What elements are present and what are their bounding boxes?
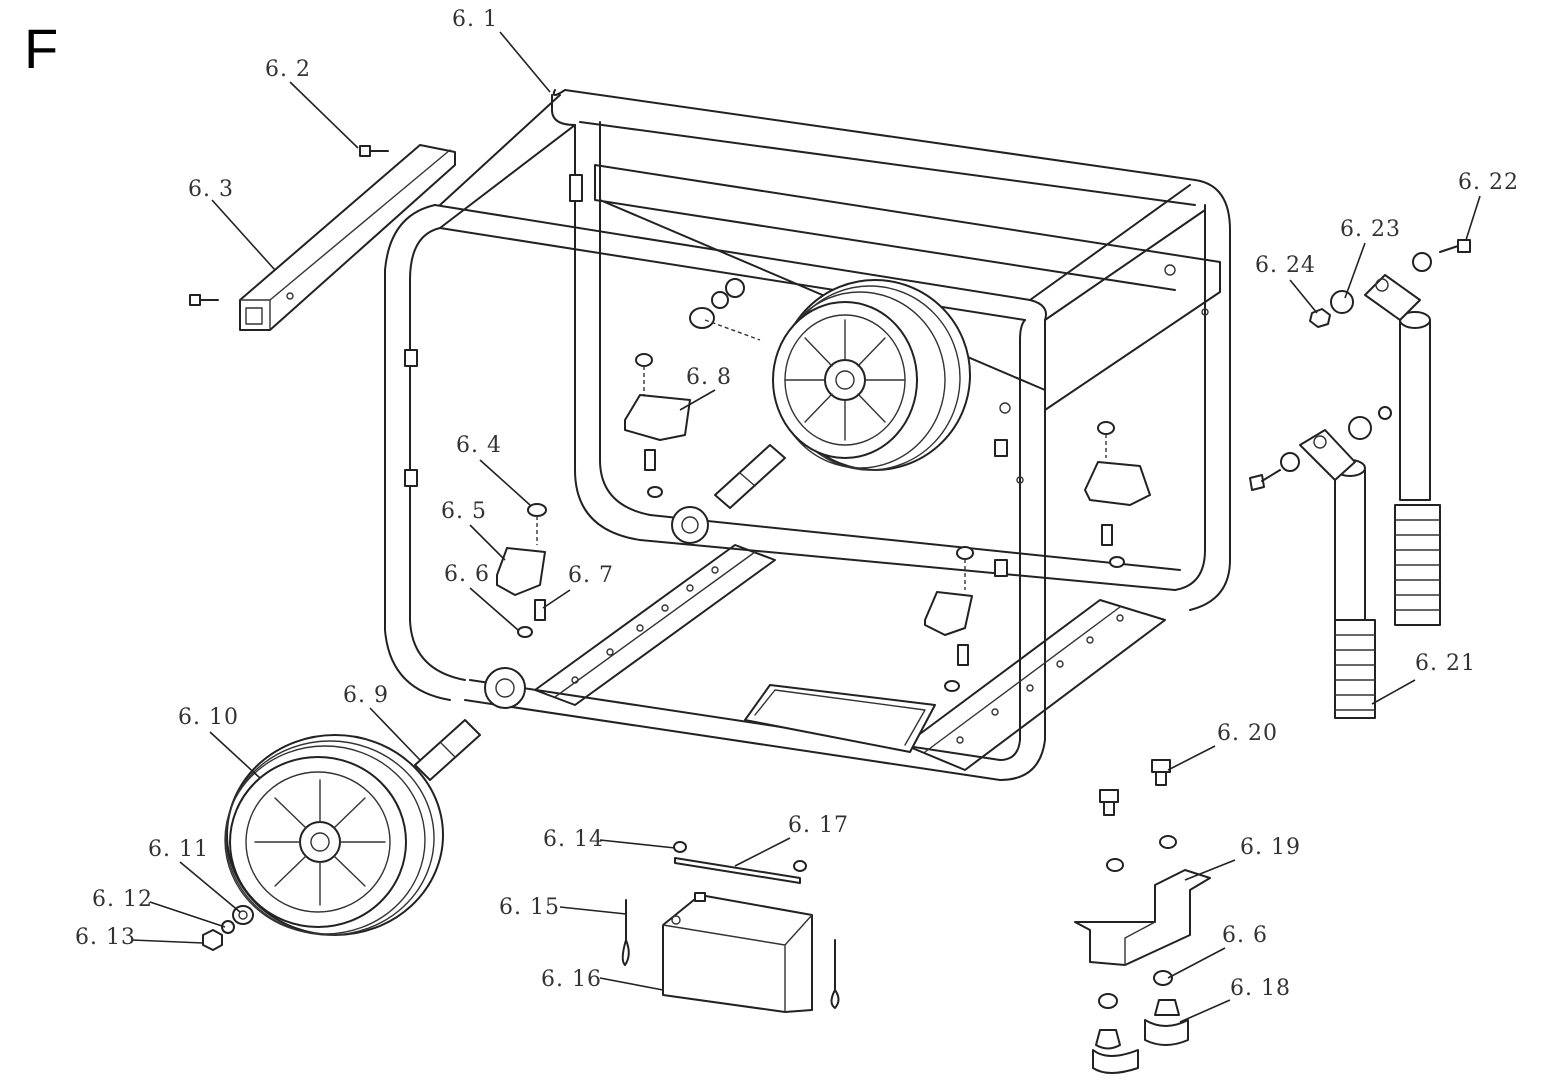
callout-6-9: 6. 9 bbox=[343, 683, 389, 708]
axle-brackets bbox=[484, 506, 709, 709]
front-wheel bbox=[224, 734, 444, 936]
battery bbox=[662, 892, 813, 1013]
sheet-letter: F bbox=[24, 17, 58, 80]
mount-6-8 bbox=[624, 353, 691, 498]
callout-6-3: 6. 3 bbox=[188, 177, 234, 202]
callout-6-19: 6. 19 bbox=[1240, 835, 1301, 860]
callout-6-20: 6. 20 bbox=[1217, 721, 1278, 746]
bolts-6-20 bbox=[1099, 759, 1177, 872]
bolt-6-3 bbox=[189, 294, 219, 306]
battery-strap bbox=[673, 841, 807, 884]
frame-tube-assembly bbox=[384, 89, 1231, 781]
callout-6-16: 6. 16 bbox=[541, 967, 602, 992]
callout-6-21: 6. 21 bbox=[1415, 651, 1476, 676]
callout-6-23: 6. 23 bbox=[1340, 217, 1401, 242]
callout-6-2: 6. 2 bbox=[265, 57, 311, 82]
mount-right-rear bbox=[1084, 421, 1151, 568]
callout-6-13: 6. 13 bbox=[75, 925, 136, 950]
callout-6-24: 6. 24 bbox=[1255, 253, 1316, 278]
front-axle-6-9 bbox=[414, 719, 481, 781]
mount-6-5 bbox=[496, 503, 547, 638]
callout-6-4: 6. 4 bbox=[456, 433, 502, 458]
callout-6-17: 6. 17 bbox=[788, 813, 849, 838]
callout-6-7: 6. 7 bbox=[568, 563, 614, 588]
callout-6-8: 6. 8 bbox=[686, 365, 732, 390]
callout-6-11: 6. 11 bbox=[148, 837, 209, 862]
callout-6-1: 6. 1 bbox=[452, 7, 498, 32]
callout-6-12: 6. 12 bbox=[92, 887, 153, 912]
lift-bar-bracket bbox=[239, 144, 456, 331]
rear-axle-6-9 bbox=[714, 444, 786, 509]
callout-6-22: 6. 22 bbox=[1458, 170, 1519, 195]
leader-lines bbox=[131, 31, 1481, 1023]
callout-6-14: 6. 14 bbox=[543, 827, 604, 852]
bolt-6-2 bbox=[359, 145, 389, 157]
callout-6-5: 6. 5 bbox=[441, 499, 487, 524]
bracket-6-19 bbox=[1074, 869, 1211, 966]
callout-labels: 6. 1 6. 2 6. 3 6. 4 6. 5 6. 6 6. 7 6. 8 … bbox=[75, 7, 1519, 1001]
mount-right-front bbox=[924, 546, 974, 692]
hub-hardware bbox=[202, 905, 254, 951]
rear-washer-nut bbox=[689, 278, 761, 341]
battery-cables bbox=[621, 899, 840, 1009]
handle-rear bbox=[1364, 274, 1441, 626]
callout-6-18: 6. 18 bbox=[1230, 976, 1291, 1001]
callout-6-15: 6. 15 bbox=[499, 895, 560, 920]
handle-front bbox=[1299, 429, 1376, 719]
callout-6-6: 6. 6 bbox=[444, 562, 490, 587]
floor-rails bbox=[534, 544, 1166, 771]
callout-6-6-lower: 6. 6 bbox=[1222, 923, 1268, 948]
callout-6-10: 6. 10 bbox=[178, 705, 239, 730]
rear-wheel bbox=[772, 279, 971, 471]
handle-hardware bbox=[1249, 239, 1471, 491]
feet-6-18 bbox=[1092, 970, 1189, 1074]
